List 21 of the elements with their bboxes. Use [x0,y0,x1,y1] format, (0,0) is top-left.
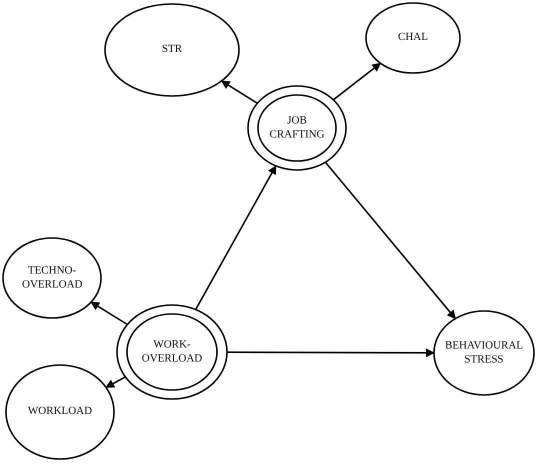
double-ellipse-node [247,85,347,171]
double-ellipse-node [116,304,228,400]
arrow [220,80,258,104]
node-label: WORKLOAD [26,405,94,419]
ellipse-node [433,310,535,396]
arrow [194,165,277,310]
arrow [105,376,126,388]
node-label: BEHAVIOURAL STRESS [444,339,524,367]
node-label: STR [160,43,184,57]
arrow [324,162,456,320]
node-label: TECHNO-OVERLOAD [22,264,82,292]
ellipse-node [5,364,115,460]
arrow [332,62,382,100]
node-label: CHAL [397,31,429,45]
arrow [90,301,128,326]
node-label: WORK-OVERLOAD [141,338,203,366]
node-label: JOB CRAFTING [268,114,326,142]
ellipse-node [365,2,461,74]
ellipse-node [2,237,102,319]
ellipse-node [104,3,240,97]
arrow [227,348,435,358]
